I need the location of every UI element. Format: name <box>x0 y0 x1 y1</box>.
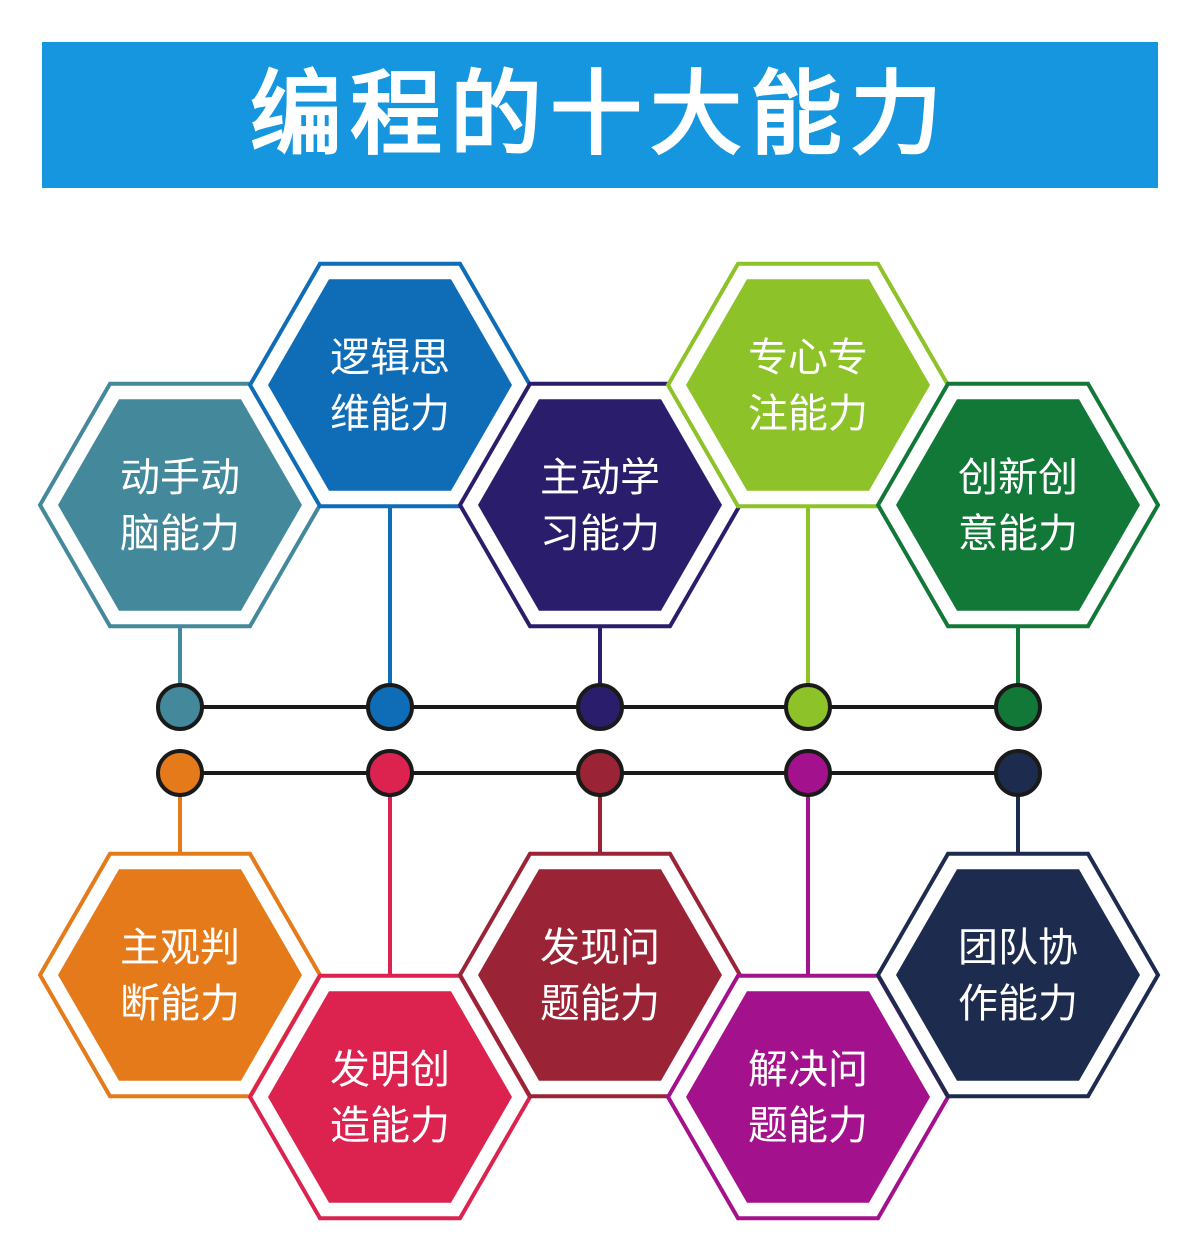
top-dot-1 <box>156 683 204 731</box>
hexagon-label-line1: 解决问 <box>748 1047 868 1093</box>
top-dot-3 <box>576 683 624 731</box>
hexagon-label-line1: 发现问 <box>540 925 660 971</box>
hexagon-label-line1: 团队协 <box>958 925 1078 971</box>
hexagon-fill <box>268 279 512 491</box>
hexagon-label-line1: 主观判 <box>120 925 240 971</box>
hexagon-group: 动手动脑能力逻辑思维能力主动学习能力专心专注能力创新创意能力主观判断能力发明创造… <box>37 261 1161 1221</box>
hexagon-fill <box>686 279 930 491</box>
hexagon-fill <box>58 869 302 1081</box>
hexagon-label-line2: 题能力 <box>748 1103 868 1149</box>
hexagon-fill <box>896 399 1140 611</box>
top-dot-4 <box>784 683 832 731</box>
top-dot-2 <box>366 683 414 731</box>
bottom-dot-3 <box>576 749 624 797</box>
hexagon-label-line1: 发明创 <box>330 1047 450 1093</box>
hexagon-label-line2: 注能力 <box>748 391 868 437</box>
title-banner: 编程的十大能力 <box>42 42 1158 188</box>
hexagon-label-line2: 造能力 <box>330 1103 450 1149</box>
connector-dots <box>156 683 1042 797</box>
hexagon-label-line1: 创新创 <box>958 455 1078 501</box>
hexagon-label-line2: 脑能力 <box>120 511 240 557</box>
hexagon-label-line1: 逻辑思 <box>330 335 450 381</box>
bottom-dot-5 <box>994 749 1042 797</box>
hexagon-fill <box>686 991 930 1203</box>
hexagon-label-line2: 题能力 <box>540 981 660 1027</box>
bottom-dot-4 <box>784 749 832 797</box>
hexagon-fill <box>478 869 722 1081</box>
hexagon-label-line1: 专心专 <box>748 335 868 381</box>
top-dot-5 <box>994 683 1042 731</box>
hexagon-label-line2: 作能力 <box>958 981 1078 1027</box>
hexagon-fill <box>58 399 302 611</box>
hexagon-fill <box>478 399 722 611</box>
hexagon-label-line2: 维能力 <box>330 391 450 437</box>
bottom-dot-2 <box>366 749 414 797</box>
bottom-dot-1 <box>156 749 204 797</box>
hexagon-label-line1: 动手动 <box>120 455 240 501</box>
hexagon-fill <box>268 991 512 1203</box>
hexagon-label-line2: 断能力 <box>120 981 240 1027</box>
hexagon-label-line2: 意能力 <box>958 511 1078 557</box>
hexagon-label-line1: 主动学 <box>540 455 660 501</box>
hexagon-fill <box>896 869 1140 1081</box>
page-title: 编程的十大能力 <box>249 61 950 168</box>
hexagon-label-line2: 习能力 <box>540 511 660 557</box>
